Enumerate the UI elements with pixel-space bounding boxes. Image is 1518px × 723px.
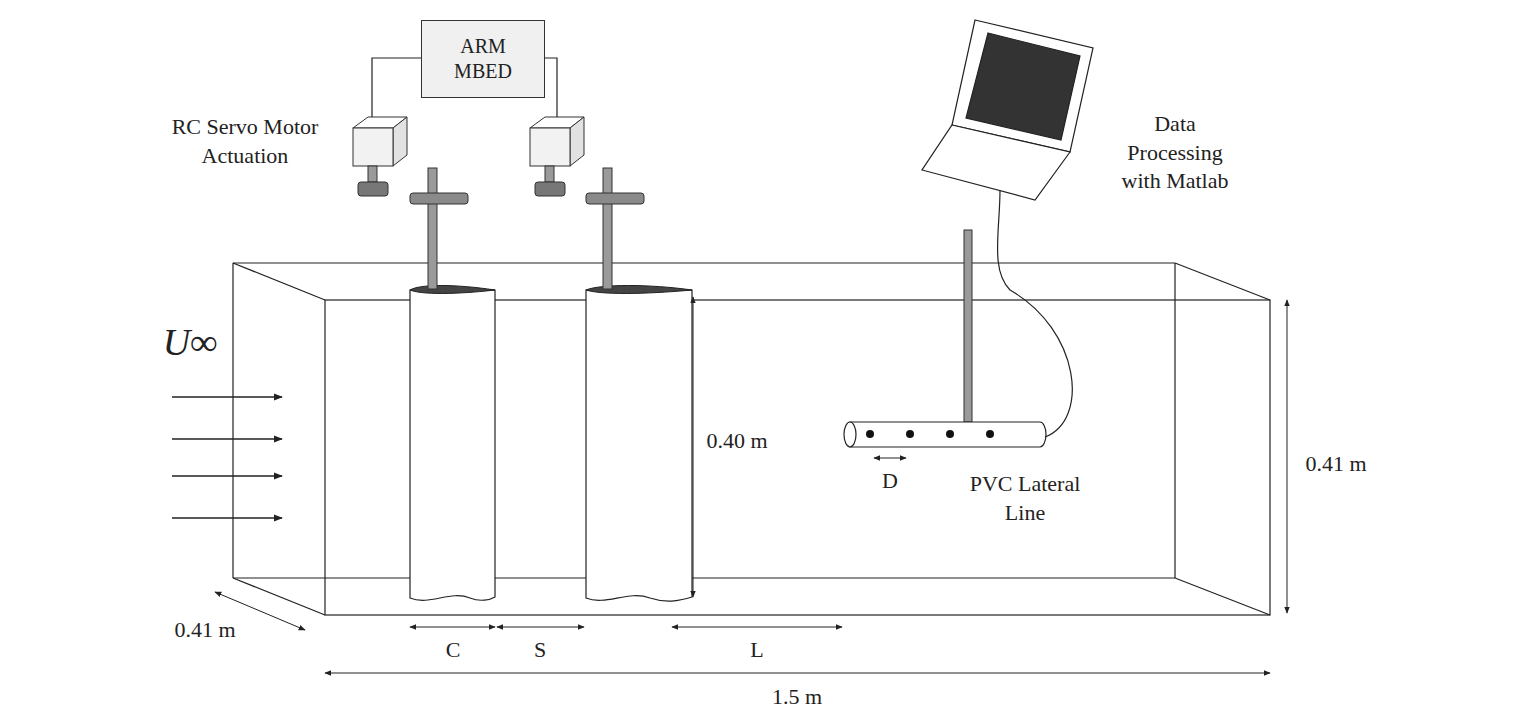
dimension-label: S	[520, 636, 560, 665]
controller-box: ARM MBED	[421, 20, 545, 98]
dimension-label: 1.5 m	[752, 683, 842, 712]
dimension-label: 0.41 m	[1291, 450, 1381, 479]
dimension-label: C	[433, 636, 473, 665]
flow-velocity-symbol: U∞	[145, 318, 235, 367]
dimension-label: 0.40 m	[692, 427, 782, 456]
dimension-label: L	[737, 636, 777, 665]
cylinder-right	[586, 286, 692, 602]
shafts	[410, 168, 644, 289]
flow-arrows	[172, 397, 282, 518]
laptop-icon	[922, 20, 1093, 200]
dimension-label: 0.41 m	[160, 616, 250, 645]
part-label: RC Servo Motor Actuation	[160, 113, 330, 170]
part-label: PVC Lateral Line	[959, 470, 1091, 527]
part-label: Data Processing with Matlab	[1108, 110, 1243, 196]
tank-outline	[233, 263, 1270, 615]
box-label: ARM MBED	[438, 34, 528, 84]
cylinder-left	[410, 286, 495, 601]
lateral-line-sensor	[844, 190, 1072, 447]
dimension-label: D	[870, 467, 910, 496]
servo-motors	[353, 117, 584, 196]
dimension-arrows	[215, 297, 1287, 673]
